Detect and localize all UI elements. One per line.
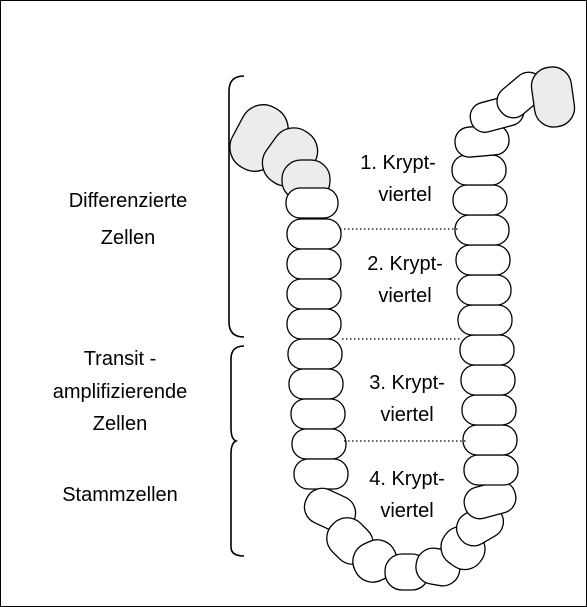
quarter-1-line-2: viertel	[378, 184, 431, 206]
cell-left-3	[287, 249, 341, 279]
quarter-1-line-1: 1. Krypt-	[360, 152, 436, 174]
cell-right-8	[456, 245, 510, 275]
cell-right-2	[463, 425, 517, 455]
cell-right-7	[457, 275, 511, 305]
quarter-3-line-2: viertel	[380, 404, 433, 426]
quarter-3-line-1: 3. Krypt-	[369, 372, 445, 394]
label-differentiated-2: Zellen	[101, 227, 155, 249]
cell-left-2	[287, 219, 341, 249]
label-transit-2: amplifizierende	[53, 381, 188, 403]
cell-right-3	[462, 395, 516, 425]
cell-right-4	[461, 365, 515, 395]
label-transit-3: Zellen	[93, 413, 147, 435]
quarter-4-line-2: viertel	[380, 500, 433, 522]
cell-right-9	[455, 215, 509, 245]
label-transit-1: Transit -	[84, 348, 157, 370]
cell-left-6	[288, 339, 342, 369]
quarter-4-line-1: 4. Krypt-	[369, 468, 445, 490]
cell-left-1	[286, 188, 338, 218]
quarter-2-line-1: 2. Krypt-	[367, 253, 443, 275]
label-differentiated-1: Differenzierte	[69, 190, 188, 212]
cell-right-1	[464, 455, 518, 485]
cell-left-10	[294, 459, 348, 489]
cell-left-9	[292, 429, 346, 459]
cell-left-5	[287, 309, 341, 339]
cell-left-7	[289, 369, 343, 399]
cell-right-11	[452, 155, 506, 185]
cell-right-10	[453, 185, 507, 215]
cell-left-4	[287, 279, 341, 309]
quarter-2-line-2: viertel	[378, 285, 431, 307]
cell-right-5	[460, 335, 514, 365]
label-stem: Stammzellen	[62, 484, 178, 506]
cell-right-6	[458, 305, 512, 335]
cell-left-8	[291, 399, 345, 429]
